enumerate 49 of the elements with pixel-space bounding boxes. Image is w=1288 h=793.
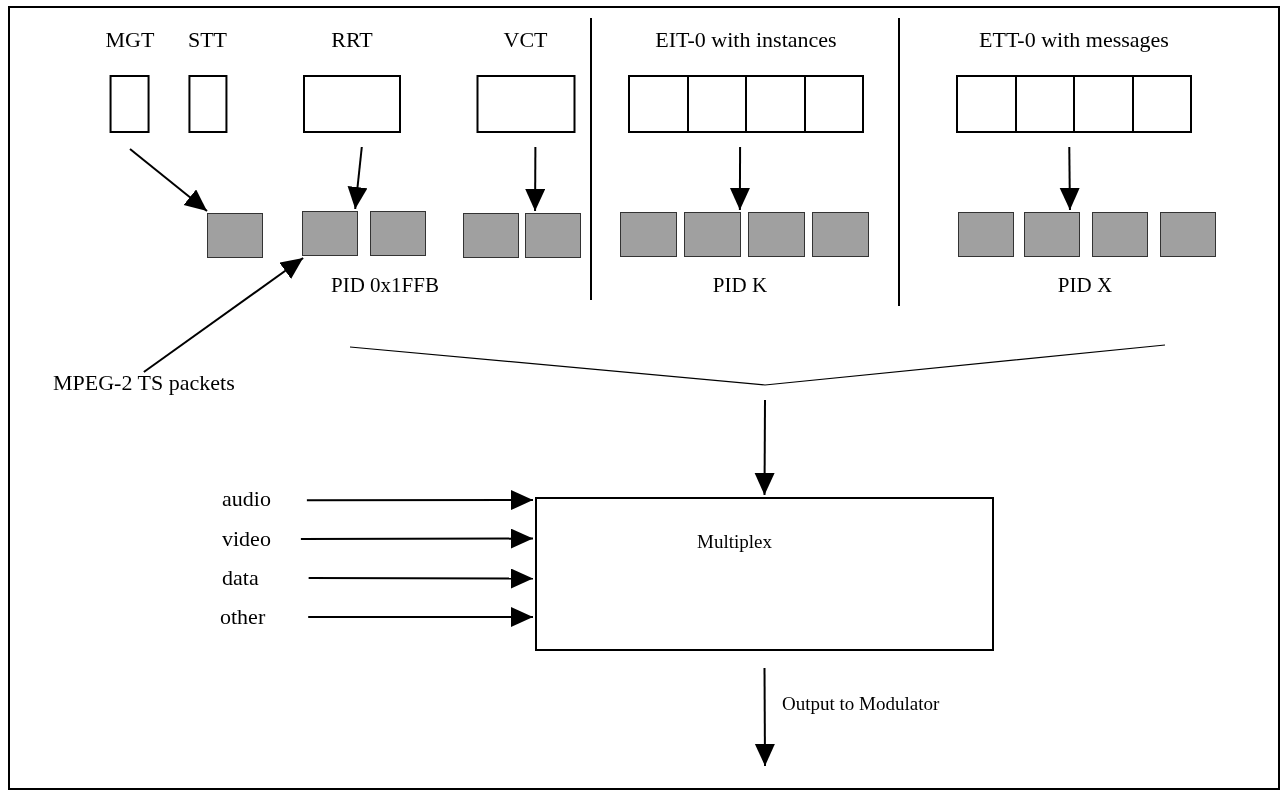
table-cell — [628, 75, 689, 133]
pid-label: PID 0x1FFB — [331, 272, 439, 298]
packet-square — [620, 212, 677, 257]
table-name: VCT — [503, 27, 548, 53]
table-name: EIT-0 with instances — [655, 27, 837, 53]
input-label: video — [222, 526, 271, 552]
block-title: Multiplex — [697, 531, 772, 552]
arrow — [307, 607, 534, 628]
table-cell — [1075, 75, 1134, 133]
arrow — [754, 399, 775, 496]
table-name: MGT — [105, 27, 155, 53]
caption-text: MPEG-2 TS packets — [53, 370, 235, 396]
arrow — [129, 148, 208, 212]
packet-square — [463, 213, 519, 258]
packet-square — [1160, 212, 1216, 257]
packet-square — [370, 211, 426, 256]
packet-square — [958, 212, 1014, 257]
packet-square — [748, 212, 805, 257]
table-name: ETT-0 with messages — [979, 27, 1169, 53]
arrow — [347, 146, 368, 210]
packet-square — [302, 211, 358, 256]
table-cell — [688, 75, 747, 133]
arrow — [305, 490, 534, 511]
arrow — [525, 146, 546, 212]
table-cell — [956, 75, 1017, 133]
arrow — [142, 257, 305, 373]
pid-label: PID X — [1057, 272, 1113, 298]
packet-square — [812, 212, 869, 257]
input-label: other — [220, 604, 266, 630]
packet-square — [525, 213, 581, 258]
table-cell — [1016, 75, 1075, 133]
packet-square — [1024, 212, 1080, 257]
packet-square — [207, 213, 263, 258]
input-label: audio — [222, 486, 271, 512]
arrow — [299, 528, 534, 549]
packet-square — [1092, 212, 1148, 257]
arrow — [729, 146, 750, 211]
input-label: data — [222, 565, 259, 591]
table-cell — [1133, 75, 1192, 133]
packet-square — [684, 212, 741, 257]
arrow — [1059, 146, 1080, 211]
process-box — [535, 497, 994, 651]
pid-label: PID K — [712, 272, 768, 298]
arrow — [754, 667, 775, 767]
table-cell — [747, 75, 806, 133]
table-name: STT — [187, 27, 228, 53]
arrow — [307, 568, 534, 589]
table-cell — [805, 75, 864, 133]
table-name: RRT — [331, 27, 373, 53]
